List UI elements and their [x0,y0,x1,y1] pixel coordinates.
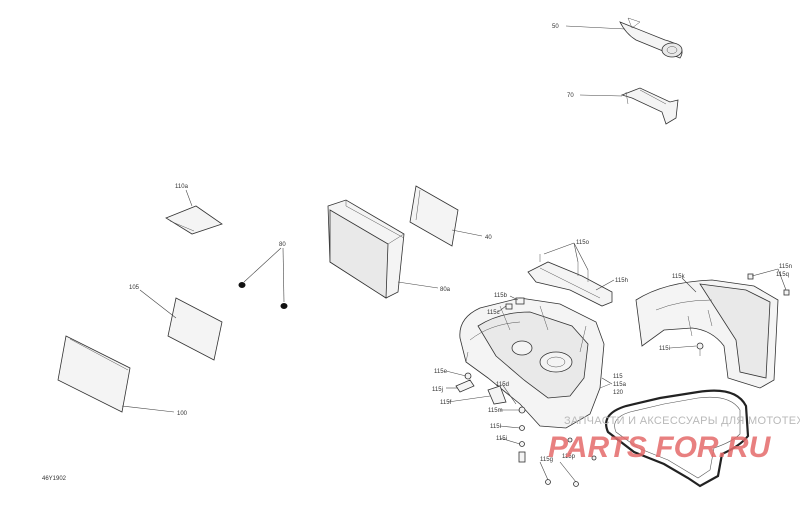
callout-40: 40 [485,235,492,241]
callout-115j: 115j [432,387,443,393]
part-90-clips [238,247,288,309]
callout-115l: 115l [490,424,501,430]
callout-115b: 115b [494,293,508,299]
callout-115m: 115m [488,408,503,414]
part-70-bracket [579,87,679,125]
callout-70: 70 [567,93,574,99]
callout-115n: 115n [779,264,792,270]
callout-80a: 80a [440,287,451,293]
callout-115e: 115e [434,369,448,375]
callout-115q: 115q [776,272,789,278]
part-gasket [605,389,750,488]
callout-115i-right: 115i [659,346,670,352]
callout-115k: 115k [672,274,686,280]
callout-115: 115 [613,374,623,380]
part-110a-pad [165,189,223,235]
callout-120: 120 [613,390,624,396]
part-115k-cover [635,268,790,389]
watermark-tagline: ЗАПЧАСТИ И АКСЕССУАРЫ ДЛЯ МОТОТЕХНИКИ [564,415,800,427]
callout-115g: 115g [540,457,553,463]
callout-115i: 115i [496,436,507,442]
callout-110a: 110a [175,184,189,190]
part-105-panel [139,289,223,361]
callout-115f: 115f [440,400,452,406]
part-40-sheet [409,185,483,247]
callout-115c: 115c [487,310,500,316]
callout-50: 50 [552,24,559,30]
watermark-brand: PARTS FOR.RU [548,431,772,464]
part-100-panel [57,335,175,413]
callout-115p: 115p [562,454,576,460]
callout-80: 80 [279,242,286,248]
callout-115d: 115d [496,382,509,388]
diagram-code: 46Y1902 [42,476,67,482]
part-80a-panel [327,199,439,299]
part-115-tub [445,242,615,487]
callout-105: 105 [129,285,140,291]
part-50-roll [565,17,683,59]
callout-115h: 115h [615,278,628,284]
callout-115o: 115o [576,240,590,246]
callout-100: 100 [177,411,188,417]
callout-115a: 115a [613,382,627,388]
